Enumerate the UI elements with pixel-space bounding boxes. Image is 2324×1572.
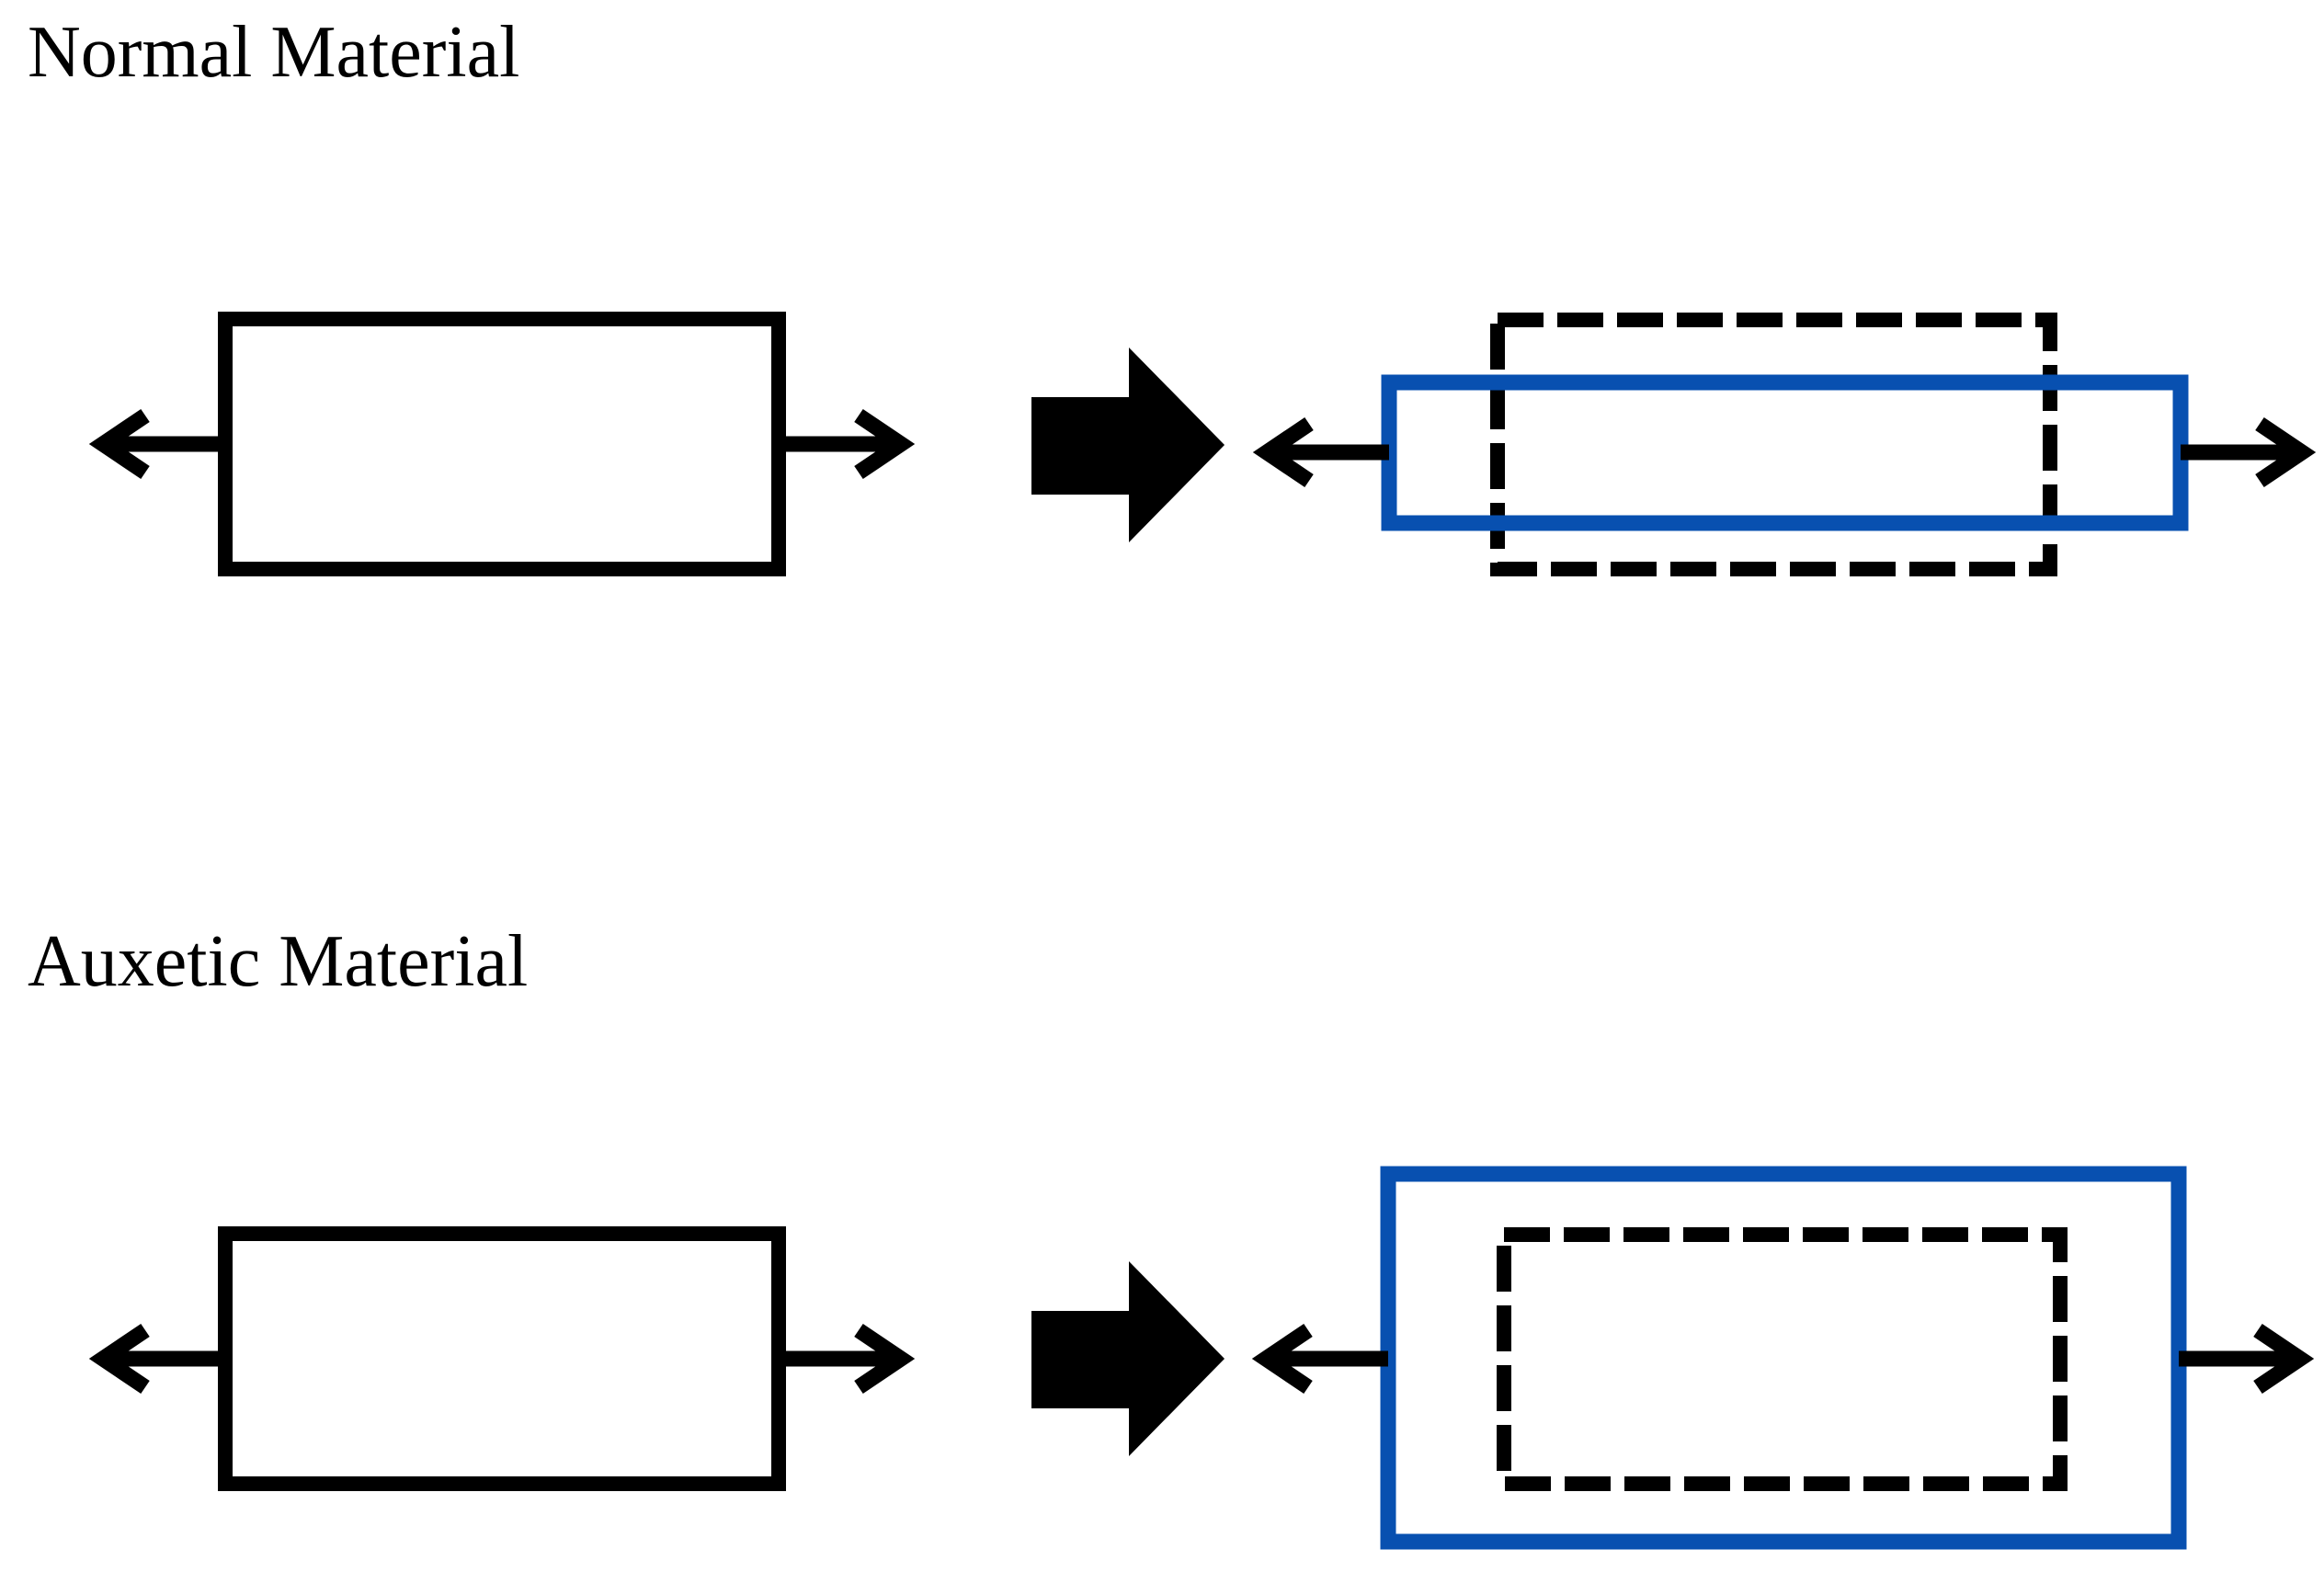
auxetic-material-row: [88, 1166, 2315, 1550]
block-arrow-right-icon: [1031, 1261, 1225, 1456]
auxetic-original-state: [88, 1226, 916, 1491]
right-tension-arrow-icon: [2179, 1323, 2315, 1395]
normal-deformed-state: [1252, 313, 2317, 576]
right-tension-arrow-icon: [779, 1323, 916, 1395]
left-tension-arrow-icon: [1251, 1323, 1388, 1395]
auxetic-material-title: Auxetic Material: [28, 921, 529, 1002]
normal-original-outline-dashed-rect: [1490, 313, 2057, 576]
right-tension-arrow-icon: [2181, 416, 2317, 488]
normal-deformed-blue-rect: [1381, 374, 2189, 531]
left-tension-arrow-icon: [88, 408, 225, 480]
normal-material-title: Normal Material: [28, 12, 520, 93]
left-tension-arrow-icon: [1252, 416, 1389, 488]
block-arrow-right-icon: [1031, 347, 1225, 542]
normal-original-state: [88, 312, 916, 576]
normal-original-rect: [218, 312, 786, 576]
right-tension-arrow-icon: [779, 408, 916, 480]
auxetic-original-outline-dashed-rect: [1497, 1227, 2068, 1491]
auxetic-deformed-state: [1251, 1166, 2315, 1550]
left-tension-arrow-icon: [88, 1323, 225, 1395]
normal-material-row: [88, 312, 2317, 576]
auxetic-original-rect: [218, 1226, 786, 1491]
